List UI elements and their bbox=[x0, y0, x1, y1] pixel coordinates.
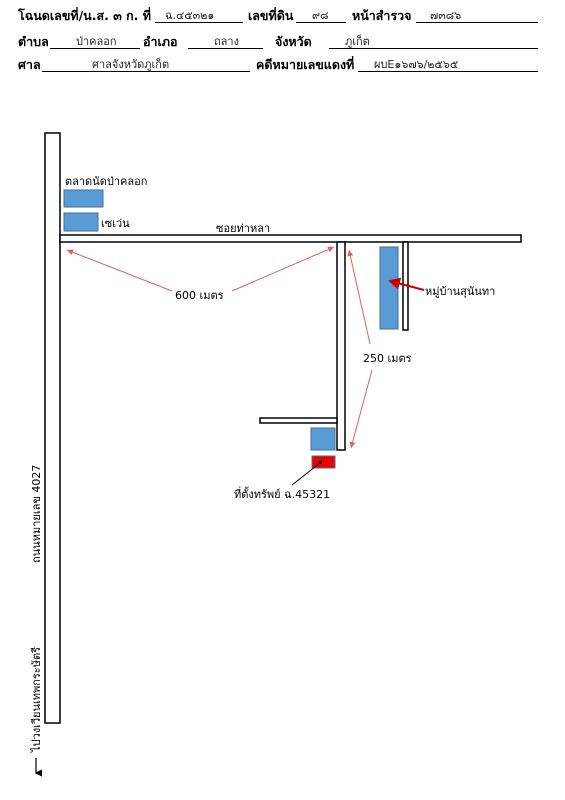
distance-600-arrow-right bbox=[231, 246, 335, 292]
land-no-label: เลขที่ดิน bbox=[248, 8, 294, 23]
highway-label: ถนนหมายเลข 4027 bbox=[30, 465, 43, 563]
property-point-icon bbox=[319, 461, 322, 464]
province-label: จังหวัด bbox=[275, 34, 312, 49]
market-building bbox=[63, 189, 104, 208]
distance-600-label: 600 เมตร bbox=[175, 289, 224, 302]
district-value: ถลาง bbox=[188, 34, 263, 49]
property-side-road bbox=[259, 417, 338, 424]
direction-label: ไปวงเวียนเทพกระษัตรี bbox=[30, 647, 43, 753]
seven-eleven-label: เซเว่น bbox=[101, 217, 130, 230]
survey-value: ๗๓๘๖ bbox=[416, 8, 538, 23]
property-label: ที่ตั้งทรัพย์ ฉ.45321 bbox=[234, 486, 330, 501]
case-value: ผบE๑๖๗๖/๒๕๖๕ bbox=[358, 57, 538, 72]
deed-value: ฉ.๔๕๓๒๑ bbox=[155, 8, 243, 23]
distance-600-arrow-left bbox=[66, 249, 173, 292]
seven-eleven-building bbox=[63, 212, 99, 232]
soi-tha-la-road bbox=[59, 234, 522, 243]
distance-250-label: 250 เมตร bbox=[363, 352, 412, 365]
court-value: ศาลจังหวัดภูเก็ต bbox=[42, 57, 250, 72]
subdistrict-value: ป่าคลอก bbox=[50, 34, 140, 49]
distance-250-arrow-down bbox=[349, 369, 373, 449]
subdistrict-label: ตำบล bbox=[18, 34, 49, 49]
court-label: ศาล bbox=[18, 57, 41, 72]
header-row-3: ศาล ศาลจังหวัดภูเก็ต คดีหมายเลขแดงที่ ผบ… bbox=[0, 53, 565, 75]
village-pointer-arrow bbox=[388, 277, 425, 291]
survey-label: หน้าสำรวจ bbox=[352, 8, 412, 23]
property-pointer-line bbox=[291, 462, 321, 486]
soi-label: ซอยท่าหลา bbox=[216, 222, 270, 235]
branch-road bbox=[336, 241, 346, 451]
land-no-value: ๙๘ bbox=[296, 8, 346, 23]
highway-4027-road bbox=[44, 132, 61, 724]
deed-label: โฉนดเลขที่/น.ส. ๓ ก. ที่ bbox=[18, 8, 152, 23]
neighbor-building bbox=[310, 427, 336, 451]
district-label: อำเภอ bbox=[143, 34, 178, 49]
market-label: ตลาดนัดป่าคลอก bbox=[65, 175, 147, 188]
header-row-1: โฉนดเลขที่/น.ส. ๓ ก. ที่ ฉ.๔๕๓๒๑ เลขที่ด… bbox=[0, 4, 565, 26]
village-label: หมู่บ้านสุนันทา bbox=[425, 285, 495, 298]
header-row-2: ตำบล ป่าคลอก อำเภอ ถลาง จังหวัด ภูเก็ต bbox=[0, 30, 565, 52]
case-label: คดีหมายเลขแดงที่ bbox=[256, 57, 355, 72]
distance-250-arrow-up bbox=[347, 249, 371, 345]
province-value: ภูเก็ต bbox=[329, 34, 538, 49]
village-building bbox=[379, 246, 399, 330]
